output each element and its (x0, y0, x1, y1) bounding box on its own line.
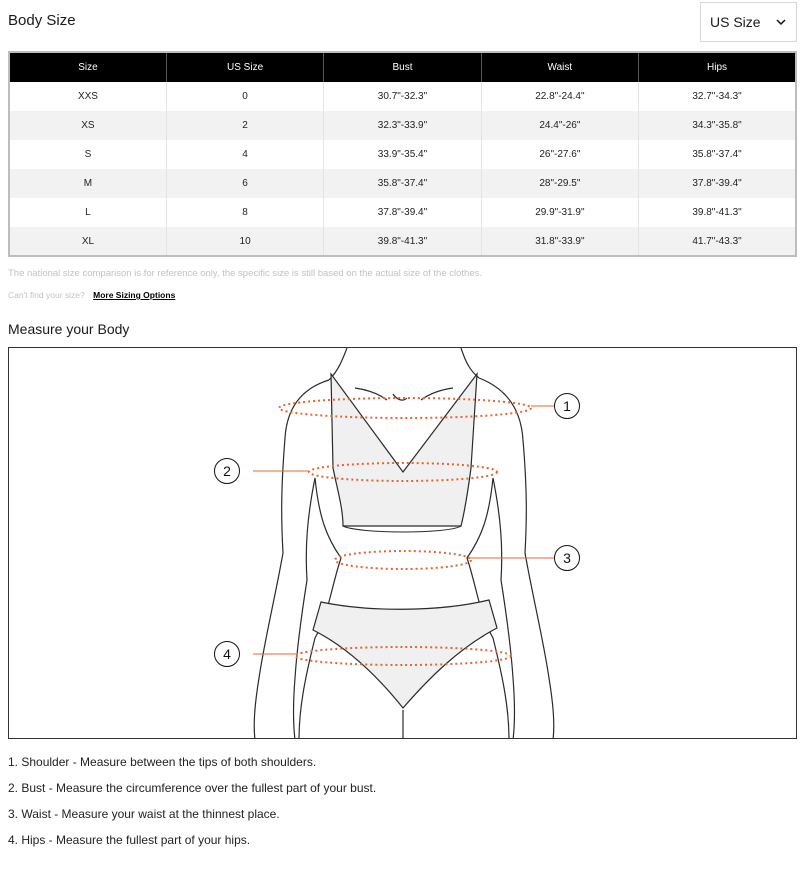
measurement-marker-bust: 2 (214, 458, 240, 484)
size-comparison-note: The national size comparison is for refe… (8, 268, 483, 279)
column-header-waist: Waist (480, 52, 639, 82)
cell-size: L (85, 207, 91, 218)
size-unit-selected-value: US Size (710, 14, 761, 30)
table-row: XXS 0 30.7"-32.3" 22.8"-24.4" 32.7"-34.3… (9, 82, 796, 111)
size-unit-dropdown[interactable]: US Size (700, 2, 797, 42)
measure-section-title: Measure your Body (8, 321, 130, 337)
cell-us-size: 10 (165, 227, 324, 256)
cell-us-size: 8 (165, 198, 324, 227)
measurement-instructions: 1. Shoulder - Measure between the tips o… (8, 753, 376, 857)
cell-hips: 34.3"-35.8" (638, 111, 796, 140)
cell-hips: 35.8"-37.4" (638, 140, 796, 169)
cell-bust: 39.8"-41.3" (323, 227, 482, 256)
measurement-marker-shoulder: 1 (554, 393, 580, 419)
more-sizing-options-link[interactable]: More Sizing Options (93, 290, 176, 300)
sizing-help: Can't find your size? More Sizing Option… (8, 290, 175, 300)
table-row: S 4 33.9"-35.4" 26"-27.6" 35.8"-37.4" (9, 140, 796, 169)
cell-us-size: 2 (165, 111, 324, 140)
cell-size: XXS (77, 91, 98, 102)
cell-hips: 39.8"-41.3" (638, 198, 796, 227)
cell-bust: 30.7"-32.3" (323, 82, 482, 111)
body-figure-drawing (253, 348, 555, 738)
cell-bust: 33.9"-35.4" (323, 140, 482, 169)
instruction-waist: 3. Waist - Measure your waist at the thi… (8, 807, 280, 821)
cell-hips: 37.8"-39.4" (638, 169, 796, 198)
cell-bust: 35.8"-37.4" (323, 169, 482, 198)
cell-waist: 24.4"-26" (480, 111, 639, 140)
cell-hips: 41.7"-43.3" (638, 227, 796, 256)
body-measurement-illustration: 1 2 3 4 (8, 347, 797, 739)
cell-size: XS (9, 111, 167, 140)
column-header-us-size: US Size (165, 52, 324, 82)
column-header-bust: Bust (323, 52, 482, 82)
measurement-marker-waist: 3 (554, 545, 580, 571)
chevron-down-icon (776, 19, 786, 26)
cell-waist: 29.9"-31.9" (480, 198, 639, 227)
table-row: L 8 37.8"-39.4" 29.9"-31.9" 39.8"-41.3" (9, 198, 796, 227)
instruction-shoulder: 1. Shoulder - Measure between the tips o… (8, 755, 317, 769)
cell-bust: 37.8"-39.4" (323, 198, 482, 227)
table-row: M 6 35.8"-37.4" 28"-29.5" 37.8"-39.4" (9, 169, 796, 198)
size-chart-table: Size US Size Bust Waist Hips XXS 0 30.7"… (8, 51, 797, 257)
measurement-marker-hips: 4 (214, 641, 240, 667)
column-header-hips: Hips (638, 52, 796, 82)
size-guide-header: Body Size US Size (0, 0, 800, 44)
cell-us-size: 4 (165, 140, 324, 169)
instruction-hips: 4. Hips - Measure the fullest part of yo… (8, 833, 251, 847)
cell-bust: 32.3"-33.9" (323, 111, 482, 140)
column-header-size: Size (9, 52, 167, 82)
cell-waist: 26"-27.6" (480, 140, 639, 169)
cell-us-size: 6 (165, 169, 324, 198)
instruction-bust: 2. Bust - Measure the circumference over… (8, 781, 377, 795)
cell-hips: 32.7"-34.3" (638, 82, 796, 111)
page-title: Body Size (8, 12, 76, 29)
cell-size: XL (9, 227, 167, 256)
size-help-question: Can't find your size? (8, 290, 85, 300)
cell-waist: 28"-29.5" (480, 169, 639, 198)
table-row: XL 10 39.8"-41.3" 31.8"-33.9" 41.7"-43.3… (9, 227, 796, 256)
table-header-row: Size US Size Bust Waist Hips (9, 52, 796, 82)
table-row: XS 2 32.3"-33.9" 24.4"-26" 34.3"-35.8" (9, 111, 796, 140)
cell-size: S (84, 149, 92, 160)
cell-size: M (9, 169, 167, 198)
cell-us-size: 0 (165, 82, 324, 111)
cell-waist: 31.8"-33.9" (480, 227, 639, 256)
cell-waist: 22.8"-24.4" (480, 82, 639, 111)
